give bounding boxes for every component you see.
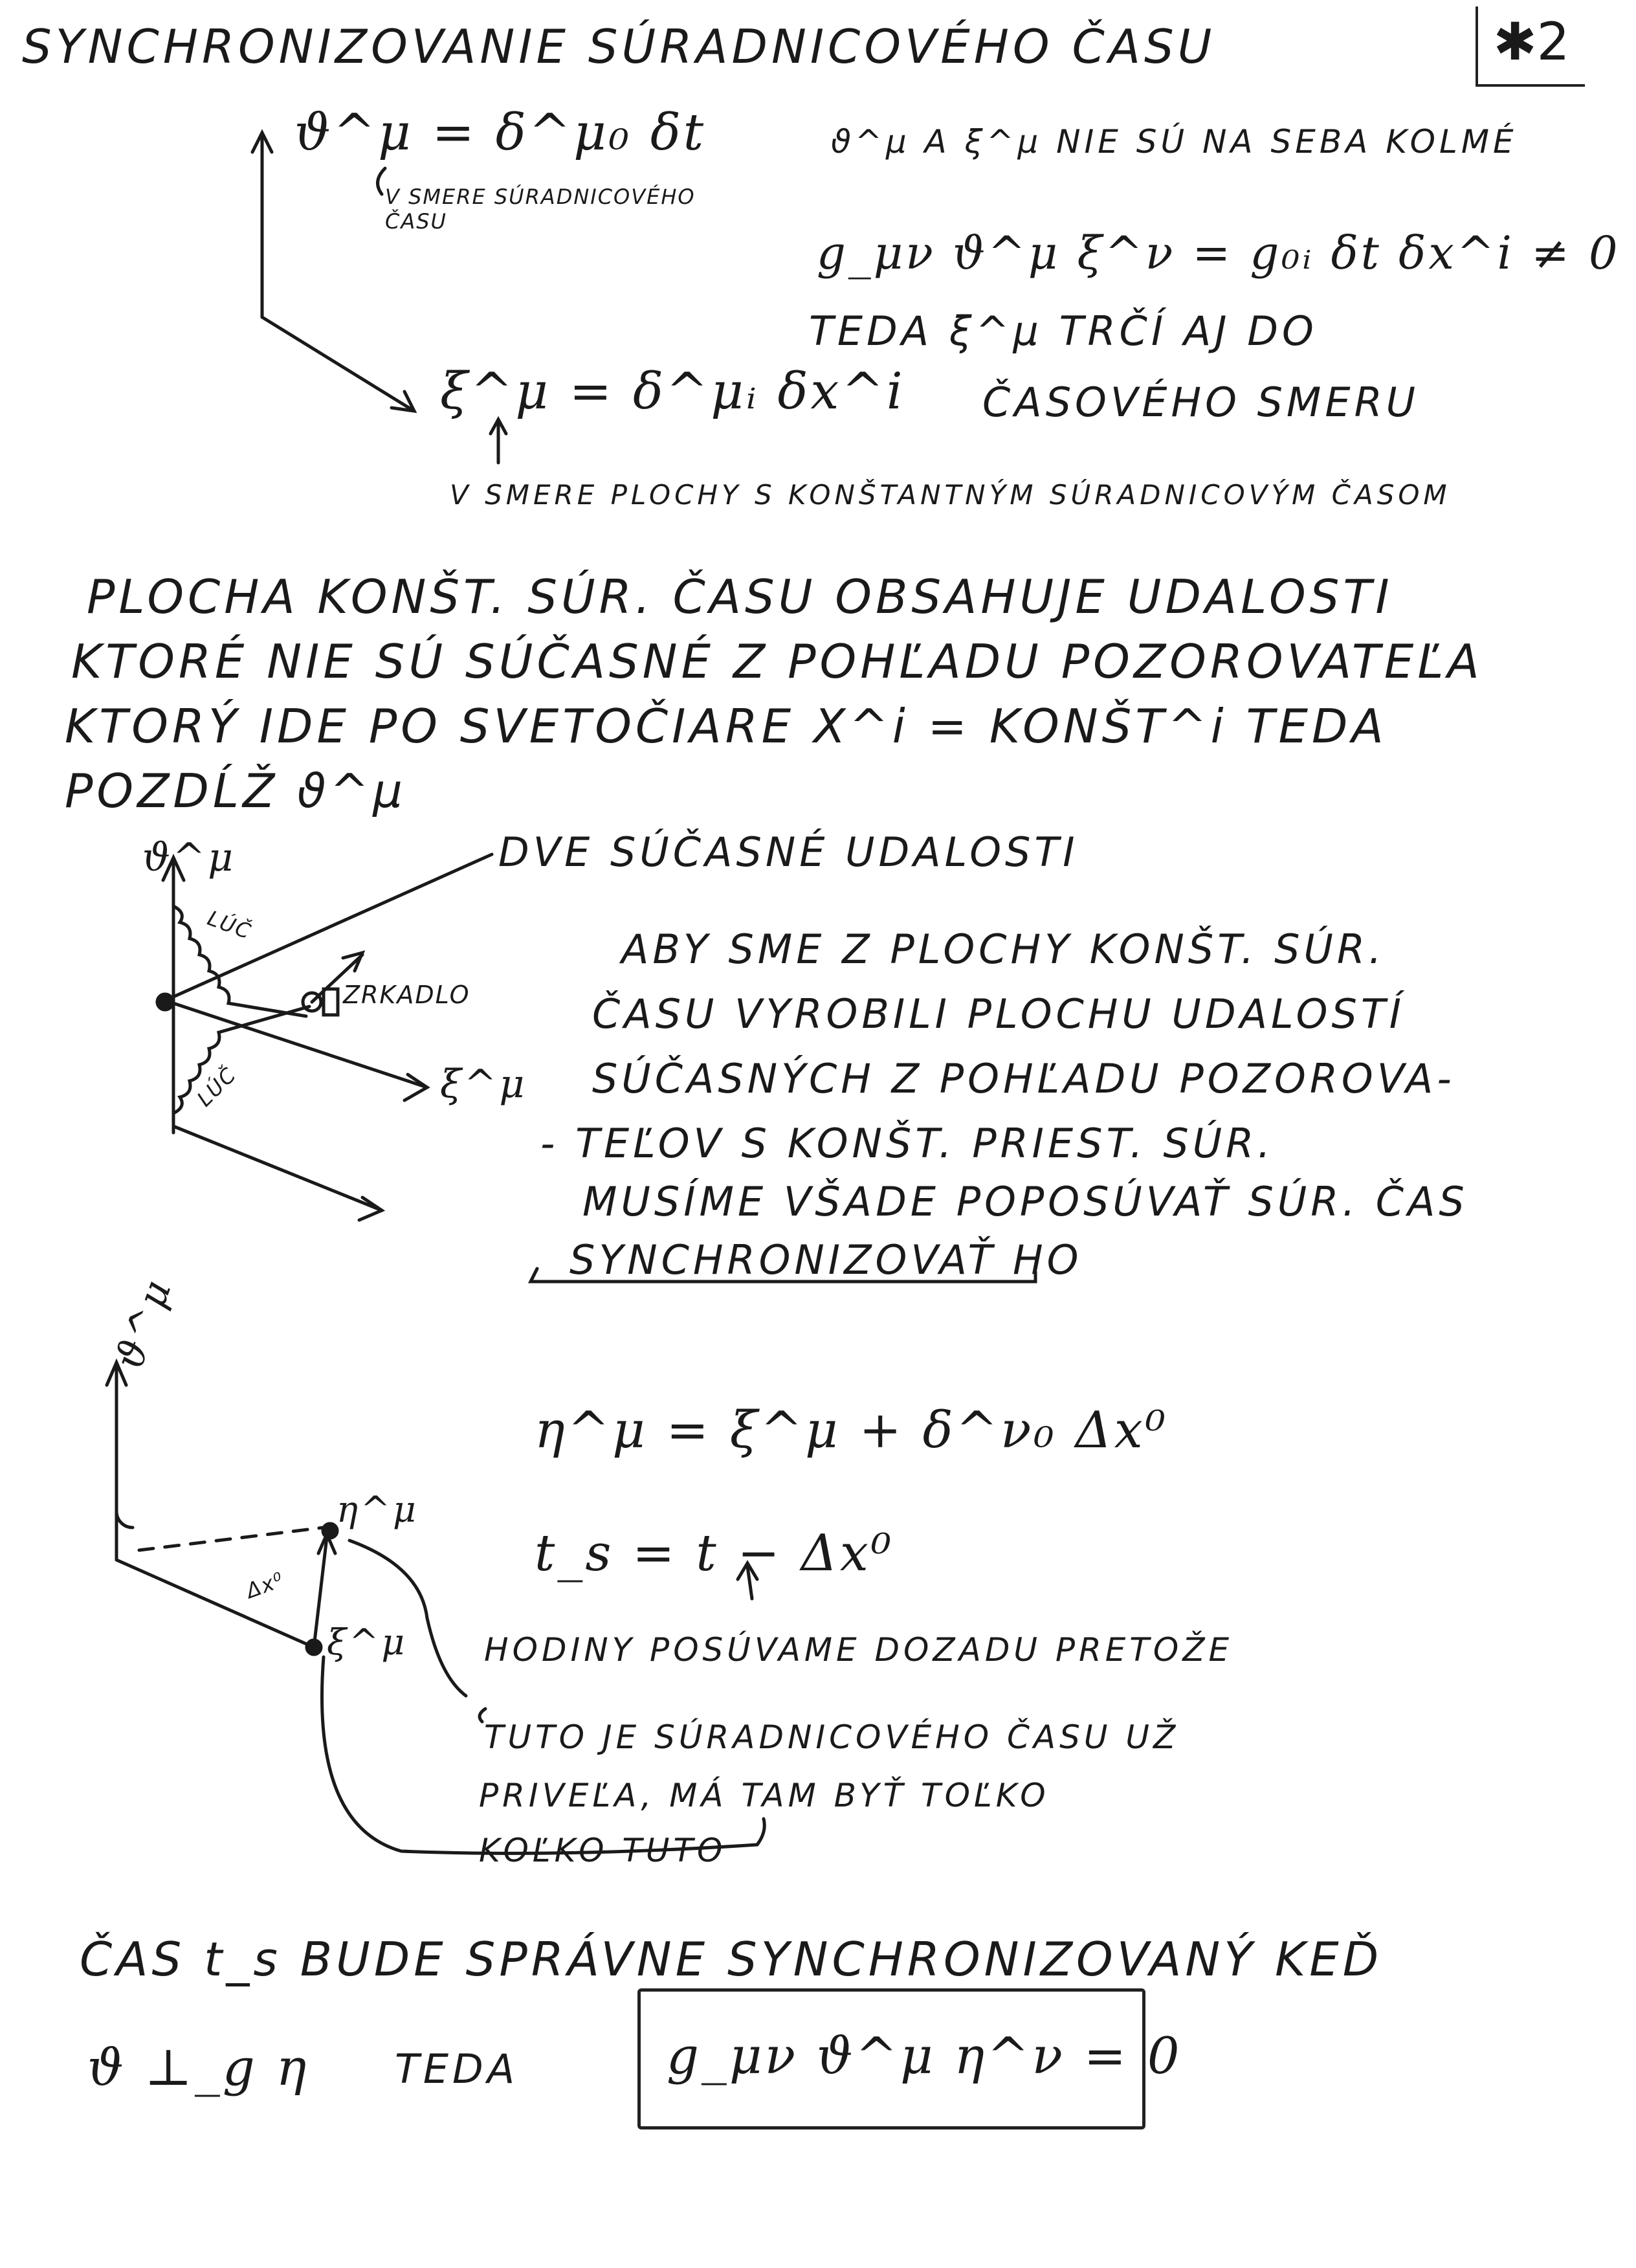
boxed-formula: g_μν ϑ^μ η^ν = 0	[667, 2027, 1182, 2085]
simultaneous-events-label: DVE SÚČASNÉ UDALOSTI	[498, 828, 1079, 876]
note-line: PRIVEĽA, MÁ TAM BYŤ TOĽKO	[479, 1777, 1050, 1814]
boxed-result: g_μν ϑ^μ η^ν = 0	[637, 1988, 1180, 2129]
ts-definition: t_s = t − Δx⁰	[535, 1524, 894, 1583]
paragraph-line: KTORÉ NIE SÚ SÚČASNÉ Z POHĽADU POZOROVAT…	[71, 634, 1483, 689]
paragraph-line: PLOCHA KONŠT. SÚR. ČASU OBSAHUJE UDALOST…	[87, 570, 1393, 624]
paragraph-line: SÚČASNÝCH Z POHĽADU POZOROVA-	[592, 1055, 1455, 1102]
paragraph-line: ČASU VYROBILI PLOCHU UDALOSTÍ	[592, 990, 1405, 1038]
note-line: TUTO JE SÚRADNICOVÉHO ČASU UŽ	[484, 1718, 1180, 1756]
not-perpendicular-note: ϑ^μ A ξ^μ NIE SÚ NA SEBA KOLMÉ	[831, 123, 1518, 161]
theta-definition: ϑ^μ = δ^μ₀ δt	[294, 104, 707, 162]
page-number-tag: ✱2	[1476, 6, 1585, 87]
paragraph-line: ABY SME Z PLOCHY KONŠT. SÚR.	[621, 926, 1386, 973]
paragraph-line: POZDĹŽ ϑ^μ	[65, 764, 406, 818]
paragraph-line: MUSÍME VŠADE POPOSÚVAŤ SÚR. ČAS	[582, 1178, 1468, 1225]
teda-line-1: TEDA ξ^μ TRČÍ AJ DO	[809, 307, 1318, 355]
conclusion-line: ČAS t_s BUDE SPRÁVNE SYNCHRONIZOVANÝ KEĎ	[80, 1932, 1383, 1986]
note-line: KOĽKO TUTO	[479, 1832, 727, 1869]
synchronization-diagram	[105, 1267, 1037, 1855]
inner-product-formula: g_μν ϑ^μ ξ^ν = g₀ᵢ δt δx^i ≠ 0	[817, 227, 1620, 280]
paragraph-line: KTORÝ IDE PO SVETOČIARE X^i = KONŠT^i TE…	[65, 699, 1387, 753]
diagram1-theta-label: ϑ^μ	[142, 835, 236, 880]
mirror-label: ZRKADLO	[343, 981, 470, 1009]
diagram2-eta-label: η^μ	[337, 1489, 419, 1530]
xi-direction-note: V SMERE PLOCHY S KONŠTANTNÝM SÚRADNICOVÝ…	[450, 479, 1451, 511]
teda-line-2: ČASOVÉHO SMERU	[982, 379, 1420, 426]
top-axes	[250, 129, 508, 465]
note-line: HODINY POSÚVAME DOZADU PRETOŽE	[484, 1631, 1233, 1669]
diagram1-xi-label: ξ^μ	[440, 1062, 527, 1107]
page-title: SYNCHRONIZOVANIE SÚRADNICOVÉHO ČASU	[22, 19, 1216, 74]
theta-direction-note: V SMERE SÚRADNICOVÉHO ČASU	[385, 184, 696, 234]
xi-definition: ξ^μ = δ^μᵢ δx^i	[440, 362, 905, 421]
light-signal-diagram	[155, 852, 494, 1222]
diagram2-xi-label: ξ^μ	[327, 1621, 408, 1663]
perpendicular-condition: ϑ ⊥_g η	[87, 2039, 309, 2097]
paragraph-line: SYNCHRONIZOVAŤ HO	[569, 1236, 1083, 1284]
paragraph-line: - TEĽOV S KONŠT. PRIEST. SÚR.	[540, 1120, 1274, 1167]
eta-definition: η^μ = ξ^μ + δ^ν₀ Δx⁰	[535, 1401, 1169, 1460]
teda-label: TEDA	[395, 2045, 519, 2093]
